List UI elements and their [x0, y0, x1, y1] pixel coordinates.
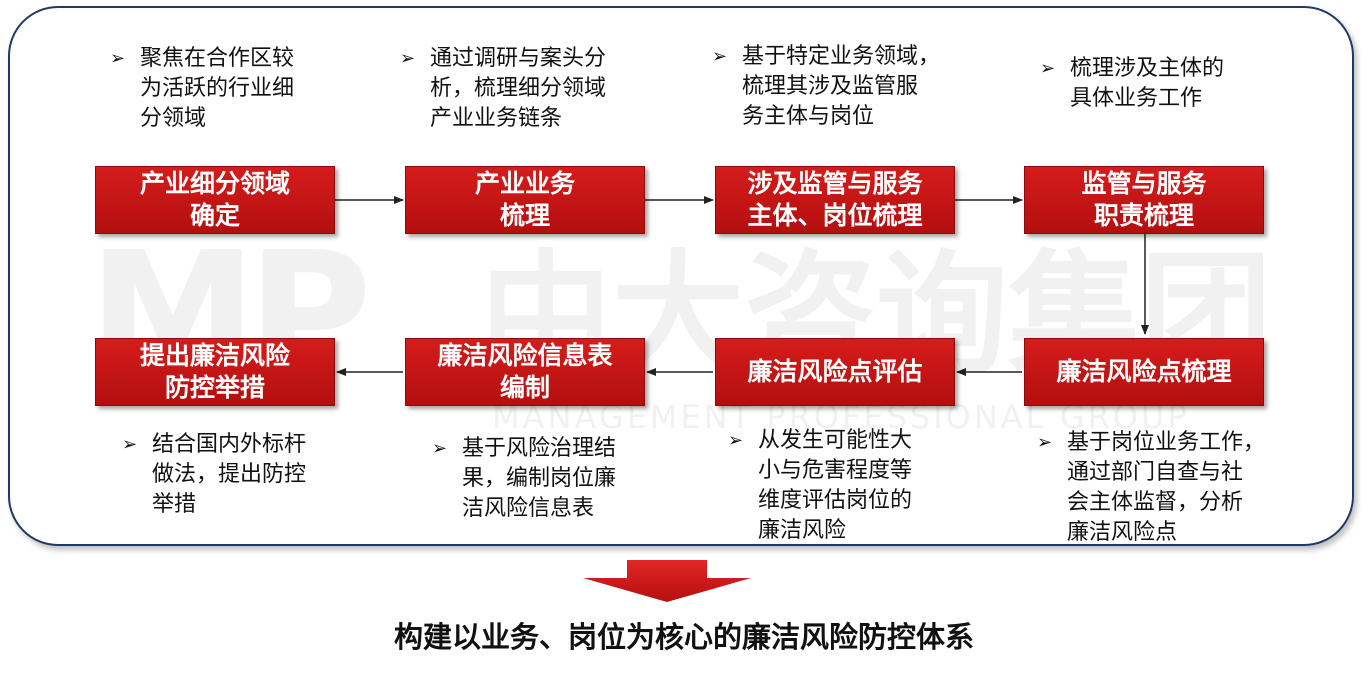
step-title-line1: 产业业务: [474, 169, 575, 198]
conclusion-title: 构建以业务、岗位为核心的廉洁风险防控体系: [393, 620, 974, 654]
bullet-arrow-icon: ➢: [432, 438, 448, 459]
bullet-arrow-icon: ➢: [1037, 432, 1053, 453]
step-description: ➢ 结合国内外标杆 做法，提出防控 举措: [122, 430, 306, 520]
step-title-line2: 主体、岗位梳理: [747, 201, 923, 230]
step-description-text: 通过调研与案头分 析，梳理细分领域 产业业务链条: [430, 46, 607, 131]
step-description: ➢ 基于风险治理结 果，编制岗位廉 洁风险信息表: [432, 434, 616, 524]
step-description-text: 聚焦在合作区较 为活跃的行业细 分领域: [140, 46, 295, 131]
step-box-entities-positions: 涉及监管与服务 主体、岗位梳理: [715, 166, 955, 234]
step-title-line1: 提出廉洁风险: [139, 341, 290, 370]
step-description-text: 基于特定业务领域， 梳理其涉及监管服 务主体与岗位: [742, 44, 941, 129]
step-title-line2: 编制: [499, 373, 550, 402]
step-title-line2: 确定: [189, 201, 240, 230]
step-description-text: 从发生可能性大 小与危害程度等 维度评估岗位的 廉洁风险: [758, 428, 913, 543]
step-description: ➢ 从发生可能性大 小与危害程度等 维度评估岗位的 廉洁风险: [728, 426, 912, 546]
step-title-line1: 廉洁风险点梳理: [1056, 357, 1232, 386]
step-description: ➢ 基于特定业务领域， 梳理其涉及监管服 务主体与岗位: [712, 42, 940, 132]
step-title-line2: 防控举措: [164, 373, 265, 402]
step-description-text: 梳理涉及主体的 具体业务工作: [1070, 56, 1225, 111]
step-description: ➢ 聚焦在合作区较 为活跃的行业细 分领域: [110, 44, 294, 134]
bullet-arrow-icon: ➢: [712, 46, 728, 67]
bullet-arrow-icon: ➢: [400, 48, 416, 69]
bullet-arrow-icon: ➢: [122, 434, 138, 455]
process-frame: [8, 6, 1354, 546]
step-box-duties: 监管与服务 职责梳理: [1024, 166, 1264, 234]
bullet-arrow-icon: ➢: [1040, 58, 1056, 79]
step-title-line1: 廉洁风险信息表: [437, 341, 613, 370]
bullet-arrow-icon: ➢: [728, 430, 744, 451]
step-title-line1: 监管与服务: [1081, 169, 1207, 198]
step-description-text: 基于风险治理结 果，编制岗位廉 洁风险信息表: [462, 436, 617, 521]
down-arrow-icon: [583, 560, 751, 602]
step-box-prevention-measures: 提出廉洁风险 防控举措: [95, 338, 335, 406]
step-title-line2: 职责梳理: [1093, 201, 1194, 230]
step-title-line2: 梳理: [499, 201, 550, 230]
step-description: ➢ 梳理涉及主体的 具体业务工作: [1040, 54, 1224, 114]
step-title-line1: 涉及监管与服务: [747, 169, 923, 198]
step-box-industry-business: 产业业务 梳理: [405, 166, 645, 234]
step-title-line1: 廉洁风险点评估: [747, 357, 923, 386]
step-title-line1: 产业细分领域: [139, 169, 290, 198]
step-box-industry-segment: 产业细分领域 确定: [95, 166, 335, 234]
step-box-risk-info-table: 廉洁风险信息表 编制: [405, 338, 645, 406]
step-description-text: 结合国内外标杆 做法，提出防控 举措: [152, 432, 307, 517]
step-description: ➢ 通过调研与案头分 析，梳理细分领域 产业业务链条: [400, 44, 606, 134]
step-description: ➢ 基于岗位业务工作， 通过部门自查与社 会主体监督，分析 廉洁风险点: [1037, 428, 1265, 548]
step-description-text: 基于岗位业务工作， 通过部门自查与社 会主体监督，分析 廉洁风险点: [1067, 430, 1266, 545]
step-box-risk-identification: 廉洁风险点梳理: [1024, 338, 1264, 406]
step-box-risk-assessment: 廉洁风险点评估: [715, 338, 955, 406]
bullet-arrow-icon: ➢: [110, 48, 126, 69]
